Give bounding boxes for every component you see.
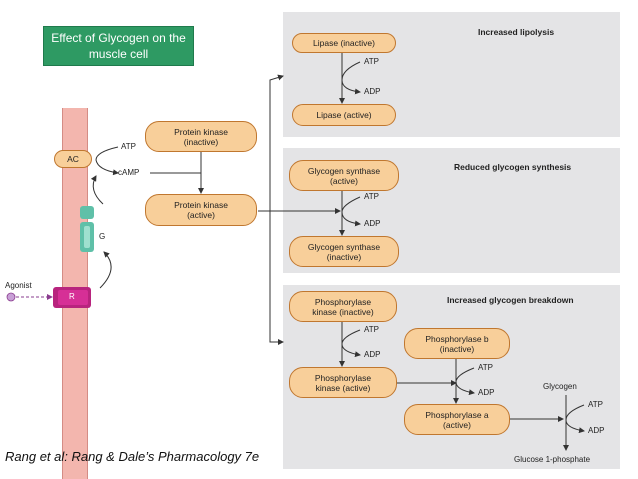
phk-active-line2: kinase (active) — [315, 382, 371, 393]
label-adp-phk: ADP — [364, 350, 381, 359]
label-atp-phk: ATP — [364, 325, 379, 334]
node-phosphorylase-b: Phosphorylase b(inactive) — [404, 328, 510, 359]
pk-inactive-line1: Protein kinase — [174, 126, 228, 137]
pk-inactive-line2: (inactive) — [183, 136, 219, 147]
label-agonist: Agonist — [5, 281, 32, 290]
node-adenylyl-cyclase: AC — [54, 150, 92, 168]
node-glycogen-synthase-active: Glycogen synthase(active) — [289, 160, 399, 191]
label-adp-lipase: ADP — [364, 87, 381, 96]
node-lipase-inactive: Lipase (inactive) — [292, 33, 396, 53]
label-adp-glycogen: ADP — [588, 426, 605, 435]
label-camp: cAMP — [118, 168, 140, 177]
label-atp-lipase: ATP — [364, 57, 379, 66]
label-g-protein: G — [99, 232, 106, 241]
label-glucose-1-phosphate: Glucose 1-phosphate — [514, 455, 591, 464]
heading-glycogen-synthesis: Reduced glycogen synthesis — [454, 162, 572, 172]
heading-lipolysis: Increased lipolysis — [478, 27, 555, 37]
label-atp-phb: ATP — [478, 363, 493, 372]
phk-inactive-line2: kinase (inactive) — [312, 306, 374, 317]
node-phosphorylase-a: Phosphorylase a(active) — [404, 404, 510, 435]
pha-line2: (active) — [443, 419, 471, 430]
receptor-label: R — [69, 292, 75, 301]
node-glycogen-synthase-inactive: Glycogen synthase(inactive) — [289, 236, 399, 267]
label-atp-ac: ATP — [121, 142, 136, 151]
phk-inactive-line1: Phosphorylase — [314, 296, 372, 307]
phk-active-line1: Phosphorylase — [314, 372, 372, 383]
pk-active-line2: (active) — [187, 210, 215, 220]
source-citation: Rang et al: Rang & Dale’s Pharmacology 7… — [5, 449, 260, 464]
gs-inactive-line2: (inactive) — [326, 251, 362, 262]
label-adp-phb: ADP — [478, 388, 495, 397]
gs-active-line2: (active) — [330, 175, 358, 186]
node-protein-kinase-active: Protein kinase(active) — [145, 194, 257, 226]
node-lipase-active: Lipase (active) — [292, 104, 396, 126]
label-atp-glycogen: ATP — [588, 400, 603, 409]
gs-inactive-line1: Glycogen synthase — [307, 241, 381, 252]
label-glycogen: Glycogen — [543, 382, 577, 391]
label-adp-synthase: ADP — [364, 219, 381, 228]
phb-line2: (inactive) — [439, 343, 475, 354]
label-atp-synthase: ATP — [364, 192, 379, 201]
diagram-title: Effect of Glycogen on the muscle cell — [43, 26, 194, 66]
heading-glycogen-breakdown: Increased glycogen breakdown — [447, 295, 574, 305]
phb-line1: Phosphorylase b — [425, 333, 489, 344]
pk-active-line1: Protein kinase — [174, 200, 228, 210]
pha-line1: Phosphorylase a — [425, 409, 489, 420]
node-protein-kinase-inactive: Protein kinase(inactive) — [145, 121, 257, 152]
gs-active-line1: Glycogen synthase — [307, 165, 381, 176]
